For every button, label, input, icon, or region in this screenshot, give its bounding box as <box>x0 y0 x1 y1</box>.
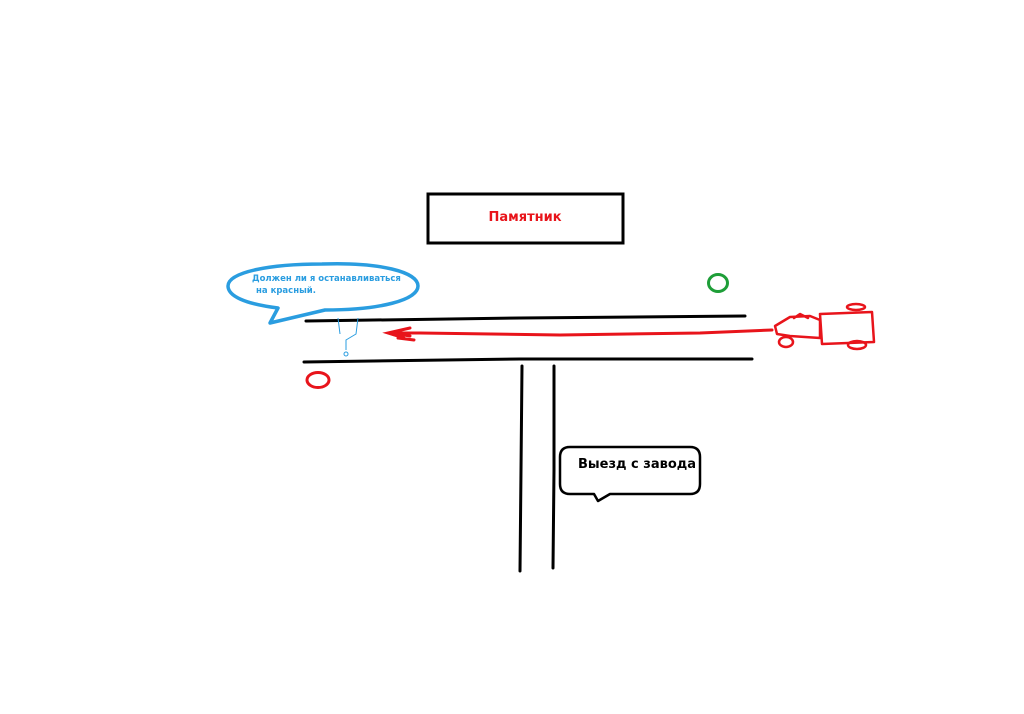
vehicle-sketch <box>773 302 876 351</box>
monument-label: Памятник <box>488 210 561 225</box>
speech-bubble-pointer <box>337 317 359 350</box>
vehicle-path-arrowhead <box>382 326 416 342</box>
monument-box <box>426 192 625 245</box>
vehicle-wheel-rear <box>846 339 868 351</box>
exit-callout-label: Выезд с завода <box>578 457 696 472</box>
speech-bubble-line-1: Должен ли я останавливаться <box>252 274 401 284</box>
main-road <box>302 314 754 364</box>
main-road-bottom-edge <box>302 357 754 364</box>
vehicle-wheel-front <box>777 335 795 349</box>
speech-bubble-line-2: на красный. <box>256 286 316 296</box>
vehicle-cab <box>773 314 822 340</box>
vehicle-top-marker <box>845 302 867 312</box>
main-road-top-edge <box>304 314 747 323</box>
green-traffic-light <box>707 273 729 293</box>
side-road-right-edge <box>551 364 556 570</box>
monument-sign: Памятник <box>426 192 625 245</box>
exit-callout: Выезд с завода <box>558 445 702 503</box>
vehicle-body <box>818 310 876 346</box>
speech-bubble: Должен ли я останавливаться на красный. <box>226 261 420 357</box>
side-road <box>518 364 556 573</box>
exit-callout-outline <box>558 445 702 503</box>
speech-bubble-pointer-dot <box>343 351 349 357</box>
vehicle-roof-marker <box>792 312 810 320</box>
vehicle-path <box>382 326 774 342</box>
red-traffic-light <box>305 371 331 389</box>
vehicle-path-line <box>390 328 774 337</box>
side-road-left-edge <box>518 364 524 573</box>
speech-bubble-outline <box>226 261 420 325</box>
